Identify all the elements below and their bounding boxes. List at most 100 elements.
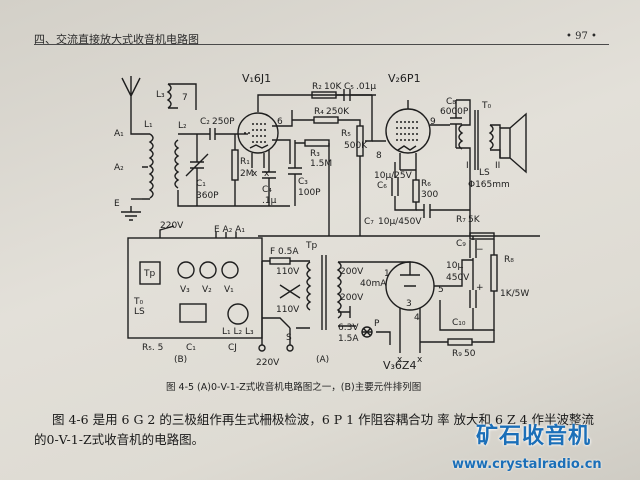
label-c1: C₁	[196, 179, 206, 189]
tube-v1	[237, 112, 279, 154]
antenna-symbol	[121, 76, 141, 118]
resistor-r3	[304, 139, 330, 147]
label-c2: C₂	[200, 117, 210, 127]
label-to: T₀	[481, 101, 491, 111]
label-c6-val: 10μ/25V	[374, 171, 413, 181]
layout-coils	[227, 303, 249, 325]
sublabel-a: (A)	[316, 355, 329, 365]
label-x-3: x	[252, 169, 258, 179]
layout-label-v2: V₂	[202, 285, 212, 295]
label-c8: C₈	[446, 97, 456, 107]
label-plus: +	[476, 283, 484, 293]
label-r6-val: 300	[421, 190, 438, 200]
label-c3-val: 100P	[298, 188, 321, 198]
label-pilot: P	[374, 319, 380, 329]
label-r9-val: 50	[464, 349, 476, 359]
speaker-ls	[499, 112, 527, 174]
ground-lead	[121, 206, 141, 221]
capacitor-c9	[469, 236, 477, 258]
label-l2: L₂	[178, 121, 187, 131]
layout-label-c1: C₁	[186, 343, 196, 353]
layout-label-cj: CJ	[228, 343, 237, 353]
voltage-selector	[279, 284, 301, 299]
label-r3: R₃	[310, 149, 320, 159]
label-r6: R₆	[421, 179, 431, 189]
body-text-line-2: 的0-V-1-Z式收音机的电路图。	[34, 432, 205, 447]
page-number: • 97 •	[566, 31, 597, 42]
label-c5: C₅	[344, 82, 354, 92]
capacitor-c2	[209, 128, 238, 140]
label-r4-val: 250K	[326, 107, 350, 117]
label-x-1: x	[397, 355, 403, 365]
label-40ma: 40mA	[360, 279, 387, 289]
resistor-r9	[447, 338, 473, 346]
label-r8-val: 1K/5W	[500, 289, 529, 299]
capacitor-c5	[336, 89, 372, 101]
label-l1: L₁	[144, 120, 153, 130]
coil-l3	[166, 83, 197, 110]
label-r5: R₅	[341, 129, 351, 139]
label-200v-b: 200V	[340, 293, 364, 303]
capacitor-c8	[450, 100, 462, 148]
label-mains: 220V	[256, 358, 280, 368]
label-v2: V₂6P1	[388, 72, 421, 85]
label-1-5a: 1.5A	[338, 334, 359, 344]
layout-terminals: E A₂ A₁	[214, 225, 245, 235]
label-r7-val: 5K	[468, 215, 481, 225]
label-c5-val: .01μ	[356, 82, 376, 92]
layout-voltage: 220V	[160, 221, 184, 231]
label-c9-volt: 450V	[446, 273, 470, 283]
label-a2: A₂	[114, 163, 124, 173]
label-pin4: 4	[414, 313, 420, 323]
antenna-lead	[130, 118, 142, 135]
label-switch: S	[286, 333, 292, 343]
label-c7: C₇	[364, 217, 374, 227]
label-200v-a: 200V	[340, 267, 364, 277]
layout-label-v3: V₃	[180, 285, 190, 295]
label-r2: R₂	[312, 82, 322, 92]
resistor-r7	[469, 232, 495, 240]
capacitor-c6	[391, 162, 399, 206]
label-c8-val: 6000P	[440, 107, 469, 117]
label-r5-val: 500K	[344, 141, 368, 151]
label-110v-a: 110V	[276, 267, 300, 277]
header-rule	[34, 44, 609, 45]
body-text-line-1: 图 4-6 是用 6 G 2 的三极組作再生式柵极检波，6 P 1 作阻容耦合功…	[52, 412, 595, 427]
label-fuse-val: 0.5A	[278, 247, 299, 257]
layout-tp	[139, 261, 161, 285]
section-header: 四、交流直接放大式收音机电路图	[34, 33, 199, 46]
watermark-brand: 矿石收音机	[476, 424, 592, 449]
resistor-r6	[412, 179, 420, 203]
label-roman-2: II	[495, 161, 500, 171]
label-r3-val: 1.5M	[310, 159, 332, 169]
capacitor-c4	[262, 150, 276, 206]
coil-l2	[174, 139, 180, 189]
label-minus: −	[476, 245, 484, 255]
label-c4-val: .1μ	[262, 196, 277, 206]
watermark-url: www.crystalradio.cn	[452, 457, 602, 472]
capacitor-c3	[288, 140, 302, 206]
capacitor-c1	[185, 134, 209, 206]
label-r1: R₁	[240, 157, 250, 167]
layout-v1	[221, 261, 239, 279]
fuse	[269, 257, 291, 265]
layout-label-to: T₀	[133, 297, 143, 307]
label-6-3v: 6.3V	[338, 323, 359, 333]
layout-label-tp: Tp	[143, 269, 155, 279]
label-v1: V₁6J1	[242, 72, 271, 85]
figure-caption: 图 4-5 (A)0-V-1-Z式收音机电路图之一，(B)主要元件排列图	[166, 382, 422, 393]
label-r8: R₈	[504, 255, 514, 265]
label-c2-val: 250P	[212, 117, 235, 127]
power-transformer	[306, 255, 342, 330]
chassis-layout	[127, 237, 263, 339]
resistor-r4	[313, 116, 339, 124]
label-x-2: x	[417, 355, 423, 365]
layout-label-r5: R₅. 5	[142, 343, 163, 353]
coil-l1	[148, 133, 154, 199]
label-pin3: 3	[406, 299, 412, 309]
label-r4: R₄	[314, 107, 324, 117]
label-c9: C₉	[456, 239, 466, 249]
label-pin6: 6	[277, 117, 283, 127]
label-c3: C₃	[298, 177, 308, 187]
label-pin5: 5	[438, 285, 444, 295]
